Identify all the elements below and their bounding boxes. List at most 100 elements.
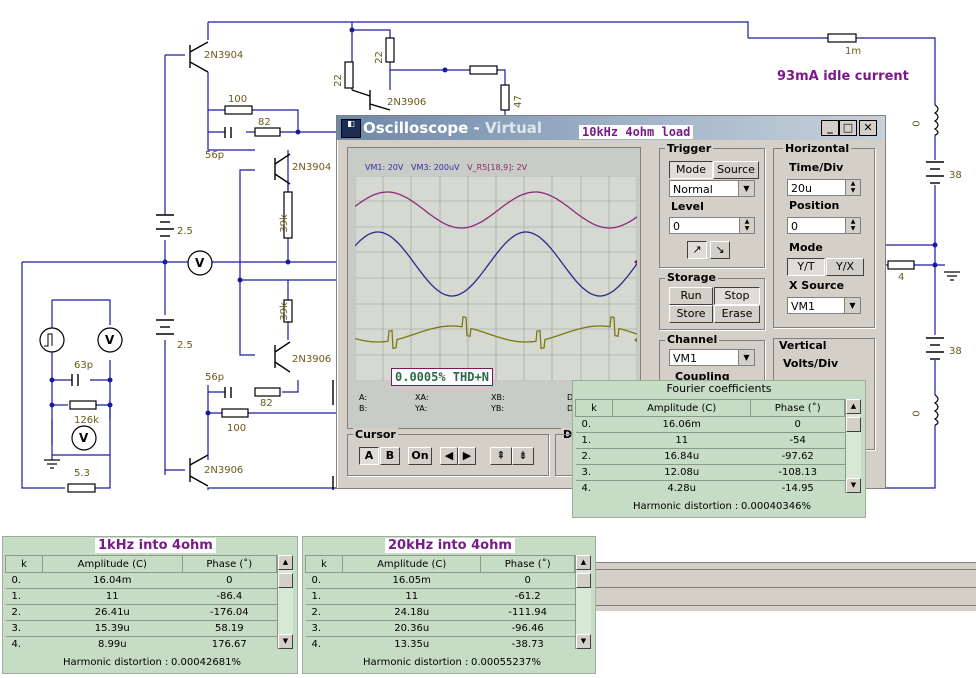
- table-row[interactable]: 1.11-86.4: [5, 588, 277, 605]
- run-button[interactable]: Run: [669, 287, 713, 305]
- scroll-down-icon[interactable]: ▼: [278, 634, 293, 649]
- table-row[interactable]: 4.4.28u-14.95: [575, 480, 845, 496]
- table-row[interactable]: 3.20.36u-96.46: [305, 620, 575, 637]
- r-47-label: 47: [512, 95, 524, 108]
- table-row[interactable]: 1.11-61.2: [305, 588, 575, 605]
- harmonic-distortion-label: Harmonic distortion :: [633, 501, 739, 512]
- table-cell: 4.: [5, 636, 43, 652]
- stop-button[interactable]: Stop: [714, 287, 760, 305]
- idle-current-note: 93mA idle current: [777, 69, 909, 84]
- oscilloscope-app-icon: ◧: [341, 119, 361, 138]
- table-row[interactable]: 2.24.18u-111.94: [305, 604, 575, 621]
- r-0-top-label: 0: [911, 120, 923, 127]
- v-38-top-label: 38: [949, 170, 962, 181]
- spinner-icon[interactable]: ▲▼: [739, 218, 754, 233]
- voltmeter-icon: V: [79, 431, 89, 445]
- table-cell: 3.: [5, 620, 43, 637]
- scroll-up-icon[interactable]: ▲: [278, 555, 293, 570]
- arrow-down-icon: ⇟: [518, 449, 528, 462]
- cursor-on-button[interactable]: On: [408, 447, 432, 465]
- trace-ch3: [355, 316, 637, 350]
- minimize-button[interactable]: _: [821, 120, 839, 136]
- scrollbar[interactable]: ▲ ▼: [277, 555, 293, 649]
- table-row[interactable]: 2.26.41u-176.04: [5, 604, 277, 621]
- scroll-up-icon[interactable]: ▲: [576, 555, 591, 570]
- scroll-thumb[interactable]: [846, 417, 861, 432]
- q-top-right-label: 2N3906: [387, 97, 427, 108]
- yx-mode-button[interactable]: Y/X: [826, 258, 864, 276]
- scope-screen: [355, 176, 637, 381]
- trigger-mode-select[interactable]: Normal▼: [669, 180, 755, 197]
- coupling-label: Coupling: [675, 370, 730, 383]
- spinner-icon[interactable]: ▲▼: [845, 180, 860, 195]
- trigger-mode-button[interactable]: Mode: [669, 161, 713, 179]
- table-cell: 2.: [5, 604, 43, 621]
- c-56p-bottom-label: 56p: [205, 372, 225, 383]
- r-0-bottom-label: 0: [911, 410, 923, 417]
- scroll-down-icon[interactable]: ▼: [846, 478, 861, 493]
- time-div-label: Time/Div: [789, 161, 844, 174]
- table-cell: 0.: [305, 572, 343, 589]
- erase-button[interactable]: Erase: [714, 305, 760, 323]
- table-cell: 11: [42, 588, 183, 605]
- table-cell: 1.: [305, 588, 343, 605]
- column-header: k: [5, 555, 43, 573]
- table-cell: 4.: [575, 480, 613, 496]
- table-row[interactable]: 3.12.08u-108.13: [575, 464, 845, 481]
- table-cell: 16.05m: [342, 572, 481, 589]
- scrollbar[interactable]: ▲ ▼: [575, 555, 591, 649]
- scroll-down-icon[interactable]: ▼: [576, 634, 591, 649]
- r-39k-bottom-label: 39k: [278, 302, 290, 321]
- table-cell: -96.46: [480, 620, 575, 637]
- cursor-group: [347, 434, 549, 476]
- cursor-group-title: Cursor: [353, 428, 398, 441]
- table-cell: -14.95: [750, 480, 845, 496]
- table-row[interactable]: 4.13.35u-38.73: [305, 636, 575, 652]
- maximize-button[interactable]: □: [839, 120, 857, 136]
- table-row[interactable]: 1.11-54: [575, 432, 845, 449]
- column-header: Amplitude (C): [611, 399, 752, 417]
- voltmeter-icon: V: [195, 256, 205, 270]
- cursor-b-button[interactable]: B: [380, 447, 400, 465]
- scrollbar[interactable]: ▲ ▼: [845, 399, 861, 493]
- channel-select[interactable]: VM1▼: [669, 349, 755, 366]
- time-div-input[interactable]: 20u▲▼: [787, 179, 861, 196]
- scroll-up-icon[interactable]: ▲: [846, 399, 861, 414]
- r-82-top-label: 82: [258, 117, 271, 128]
- cursor-left-button[interactable]: ◀: [440, 447, 458, 465]
- table-cell: 11: [612, 432, 751, 449]
- position-input[interactable]: 0▲▼: [787, 217, 861, 234]
- fourier-title: 1kHz into 4ohm: [95, 538, 216, 553]
- table-cell: 4.: [305, 636, 343, 652]
- spinner-icon[interactable]: ▲▼: [845, 218, 860, 233]
- volts-div-label: Volts/Div: [783, 357, 839, 370]
- trigger-rising-edge-button[interactable]: ↗: [687, 241, 707, 259]
- cursor-a-button[interactable]: A: [359, 447, 379, 465]
- yt-mode-button[interactable]: Y/T: [787, 258, 825, 276]
- scroll-thumb[interactable]: [278, 573, 293, 588]
- trigger-source-button[interactable]: Source: [713, 161, 759, 179]
- table-row[interactable]: 2.16.84u-97.62: [575, 448, 845, 465]
- x-source-select[interactable]: VM1▼: [787, 297, 861, 314]
- scroll-thumb[interactable]: [576, 573, 591, 588]
- harmonic-distortion-value: 0.00042681%: [171, 657, 241, 668]
- position-label: Position: [789, 199, 840, 212]
- trigger-falling-edge-button[interactable]: ↘: [710, 241, 730, 259]
- close-button[interactable]: ✕: [859, 120, 877, 136]
- r-39k-top-label: 39k: [278, 214, 290, 233]
- trigger-level-input[interactable]: 0▲▼: [669, 217, 755, 234]
- cursor-down-button[interactable]: ⇟: [512, 447, 534, 465]
- table-cell: 11: [342, 588, 481, 605]
- table-cell: 12.08u: [612, 464, 751, 481]
- r-22a-label: 22: [332, 74, 344, 87]
- cursor-up-button[interactable]: ⇞: [490, 447, 512, 465]
- cursor-right-button[interactable]: ▶: [458, 447, 476, 465]
- store-button[interactable]: Store: [669, 305, 713, 323]
- column-header: k: [575, 399, 613, 417]
